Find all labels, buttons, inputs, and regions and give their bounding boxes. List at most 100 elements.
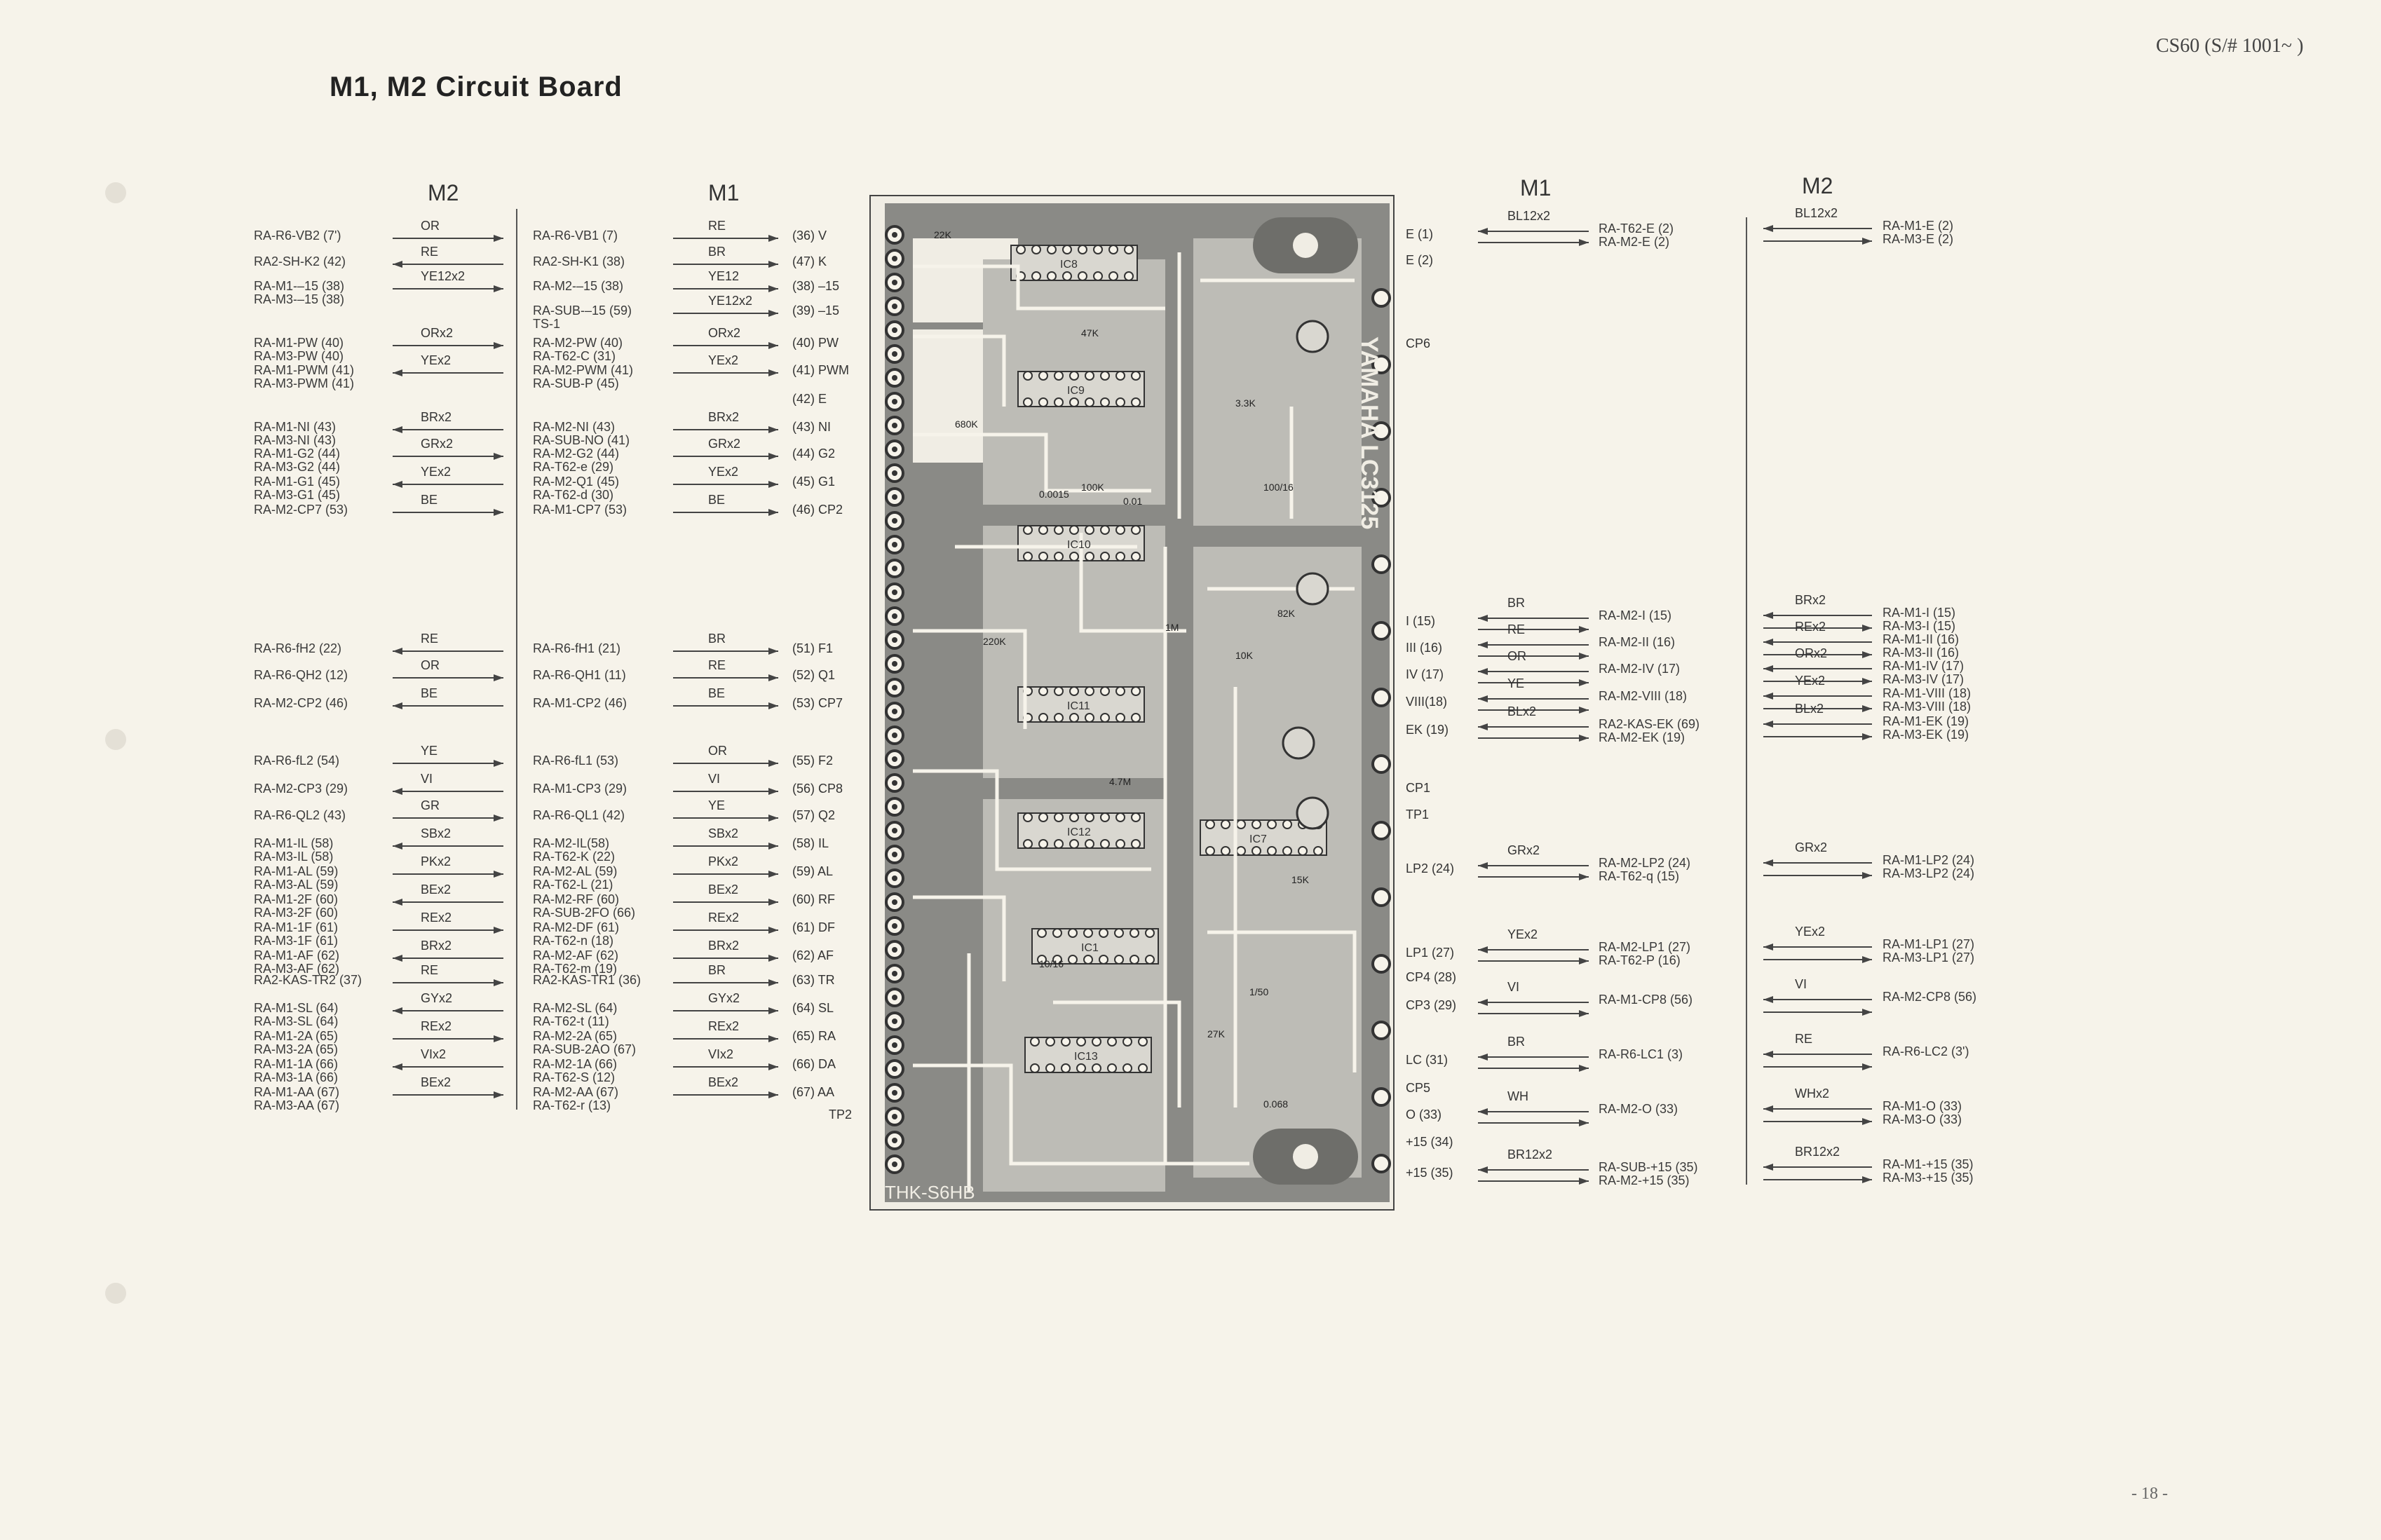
- m1-source-label: RA-T62-e (29): [533, 460, 614, 474]
- m1-connection-arrow: [673, 843, 778, 850]
- m2-destination-label: RA-M1-EK (19): [1883, 714, 1969, 728]
- edge-pad: [1371, 1021, 1391, 1040]
- ic-pin: [1298, 846, 1308, 856]
- m2-destination-label: RA-M1-O (33): [1883, 1099, 1962, 1113]
- m1-destination-label: RA-SUB-+15 (35): [1599, 1160, 1698, 1174]
- ic-pin: [1124, 245, 1134, 254]
- m2-destination-label: RA-R6-LC2 (3'): [1883, 1044, 1969, 1058]
- ic-label: IC12: [1067, 826, 1091, 838]
- ic-pin: [1251, 819, 1261, 829]
- m2-connection-arrow: [1763, 872, 1872, 879]
- board-region: [983, 526, 1165, 778]
- m2-wire-color: REx2: [421, 911, 452, 925]
- m2-source-label: RA-M1-NI (43): [254, 420, 337, 434]
- m1-source-label: RA-T62-L (21): [533, 878, 613, 892]
- m1-destination-label: RA-M2-+15 (35): [1599, 1173, 1690, 1187]
- m1-connection-arrow: [673, 815, 778, 822]
- m1-wire-color: BE: [708, 686, 726, 700]
- ic-pin: [1062, 271, 1072, 281]
- ic-pin: [1030, 1063, 1040, 1073]
- m1-destination-label: RA-R6-LC1 (3): [1599, 1047, 1683, 1061]
- ic-pin: [1069, 552, 1079, 561]
- m2-source-label: RA2-SH-K2 (42): [254, 254, 346, 268]
- edge-pad: [1371, 1087, 1391, 1107]
- m2-connection-arrow: [1763, 1176, 1872, 1183]
- m2-source-label: RA-M3-–15 (38): [254, 292, 345, 306]
- m2-wire-color: REx2: [421, 1019, 452, 1033]
- m1-connection-arrow: [673, 426, 778, 433]
- m2-source-label: RA-M1-–15 (38): [254, 279, 345, 293]
- m1-wire-color: PKx2: [708, 854, 739, 868]
- m1-connection-arrow: [1478, 1166, 1589, 1173]
- m1-source-label: RA-M2-2A (65): [533, 1029, 618, 1043]
- m2-connection-arrow: [1763, 1051, 1872, 1058]
- m1-connection-arrow: [1478, 999, 1589, 1006]
- edge-pad: [1371, 621, 1391, 641]
- m1-wire-color: BEx2: [708, 1075, 739, 1089]
- m2-connection-arrow: [1763, 651, 1872, 658]
- ic-pin: [1069, 839, 1079, 849]
- m2-wire-color: BEx2: [421, 1075, 452, 1089]
- m1-source-label: RA-M2-DF (61): [533, 920, 620, 934]
- ic-pin: [1205, 819, 1215, 829]
- ic-pin: [1138, 1063, 1148, 1073]
- m1-source-label: RA-R6-VB1 (7): [533, 229, 618, 243]
- edge-pad-hole: [892, 1138, 897, 1143]
- board-pin-label: (40) PW: [792, 336, 839, 350]
- m1-source-label: RA-T62-K (22): [533, 850, 616, 864]
- ic-pin: [1093, 271, 1103, 281]
- ic-label: IC10: [1067, 539, 1091, 551]
- m1-destination-label: RA-T62-q (15): [1599, 869, 1680, 883]
- edge-pad-hole: [892, 1161, 897, 1167]
- ic-pin: [1131, 371, 1141, 381]
- copper-trace: [913, 1063, 1249, 1166]
- ic-pin: [1023, 812, 1033, 822]
- ic-pin: [1085, 371, 1094, 381]
- m1-connection-arrow: [673, 1091, 778, 1098]
- edge-pad: [1371, 288, 1391, 308]
- m2-connection-arrow: [1763, 225, 1872, 232]
- copper-trace: [913, 334, 1006, 407]
- m2-connection-arrow: [393, 342, 503, 349]
- m1-source-label: RA-SUB-P (45): [533, 376, 619, 390]
- m1-connection-arrow: [1478, 615, 1589, 622]
- ic-pin: [1115, 371, 1125, 381]
- edge-pad-hole: [892, 923, 897, 929]
- edge-pad-hole: [892, 685, 897, 690]
- ic-pin: [1115, 686, 1125, 696]
- m2-wire-color: WHx2: [1795, 1086, 1829, 1101]
- m2-source-label: RA-M3-2F (60): [254, 906, 339, 920]
- m1-wire-color: BR: [1507, 596, 1526, 610]
- ic-pin: [1023, 371, 1033, 381]
- column-divider: [516, 209, 517, 1110]
- m2-wire-color: REx2: [1795, 620, 1826, 634]
- m2-connection-arrow: [393, 285, 503, 292]
- m2-connection-arrow: [393, 899, 503, 906]
- m2-connection-arrow: [393, 788, 503, 795]
- component-value: 47K: [1081, 327, 1099, 339]
- ic-pin: [1069, 713, 1079, 723]
- m1-connection-arrow: [1478, 723, 1589, 730]
- m1-connection-arrow: [673, 788, 778, 795]
- ic-pin: [1054, 525, 1064, 535]
- board-pin-label: (41) PWM: [792, 363, 849, 377]
- m1-wire-color: BL12x2: [1507, 209, 1551, 223]
- m1-source-label: RA-M2-AL (59): [533, 864, 618, 878]
- m2-source-label: RA-M2-CP3 (29): [254, 782, 348, 796]
- m1-connection-arrow: [1478, 958, 1589, 965]
- m1-connection-arrow: [1478, 1010, 1589, 1017]
- ic-pin: [1052, 955, 1062, 965]
- board-pin-label: O (33): [1406, 1108, 1442, 1122]
- board-pin-label: IV (17): [1406, 667, 1444, 681]
- ic-label: IC1: [1081, 942, 1099, 954]
- m1-source-label: RA-M2-PW (40): [533, 336, 623, 350]
- ic-label: IC8: [1060, 259, 1078, 271]
- component-value: 100K: [1081, 482, 1104, 493]
- m1-connection-arrow: [1478, 695, 1589, 702]
- edge-pad-hole: [892, 304, 897, 309]
- m1-wire-color: YE: [708, 798, 726, 812]
- ic-pin: [1282, 846, 1292, 856]
- edge-pad-hole: [892, 804, 897, 810]
- board-region: [1193, 547, 1362, 1178]
- m2-wire-color: VI: [421, 772, 433, 786]
